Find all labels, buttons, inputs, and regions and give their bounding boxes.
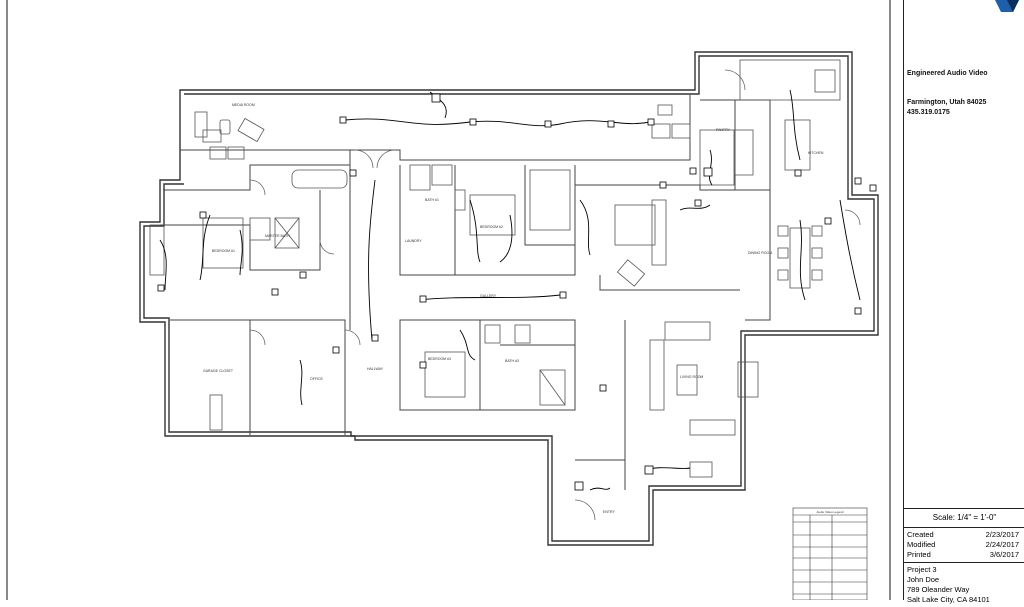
room-label-media: MEDIA ROOM	[232, 103, 255, 107]
room-label-bath1: BATH #1	[425, 198, 439, 202]
room-label-kitchen: KITCHEN	[808, 151, 824, 155]
room-label-office: OFFICE	[310, 377, 323, 381]
date-label: Created	[907, 530, 934, 539]
date-value: 3/6/2017	[989, 550, 1019, 559]
room-label-master-bath: MASTER BATH	[265, 234, 290, 238]
legend-table: Audio Video Legend	[792, 507, 868, 601]
date-row-created: Created 2/23/2017	[907, 530, 1019, 540]
date-value: 2/23/2017	[985, 530, 1019, 539]
title-block: Engineered Audio Video Farmington, Utah …	[903, 0, 1024, 604]
room-label-bath3: BATH #3	[505, 359, 519, 363]
exterior-walls	[139, 51, 879, 546]
room-label-dining: DINING ROOM	[748, 251, 772, 255]
room-label-bedroom1: BEDROOM #1	[212, 249, 235, 253]
device-symbols	[157, 93, 877, 491]
date-label: Printed	[907, 550, 931, 559]
company-address: Farmington, Utah 84025 435.319.0175	[907, 98, 986, 118]
date-label: Modified	[907, 540, 936, 549]
room-label-garage-closet: GARAGE CLOSET	[203, 369, 234, 373]
furniture	[149, 59, 841, 478]
date-row-printed: Printed 3/6/2017	[907, 550, 1019, 560]
client-name: John Doe	[907, 575, 940, 584]
company-name: Engineered Audio Video	[907, 70, 988, 77]
room-label-bedroom2: BEDROOM #2	[480, 225, 503, 229]
date-row-modified: Modified 2/24/2017	[907, 540, 1019, 550]
company-phone: 435.319.0175	[907, 109, 950, 116]
door-swings	[249, 69, 861, 521]
project-name: Project 3	[907, 565, 937, 574]
room-label-entry: ENTRY	[603, 510, 615, 514]
room-label-bedroom3: BEDROOM #3	[428, 357, 451, 361]
project-street: 789 Oleander Way	[907, 585, 970, 594]
project-info: Project 3 John Doe 789 Oleander Way Salt…	[904, 562, 1024, 607]
drawing-scale: Scale: 1/4" = 1'-0"	[904, 508, 1024, 528]
room-label-living: LIVING ROOM	[680, 375, 703, 379]
company-city: Farmington, Utah 84025	[907, 99, 987, 106]
interior-walls	[160, 95, 771, 490]
room-labels: MEDIA ROOM MASTER BATH BATH #1 BEDROOM #…	[203, 103, 824, 514]
room-label-laundry: LAUNDRY	[405, 239, 422, 243]
date-block: Created 2/23/2017 Modified 2/24/2017 Print…	[907, 530, 1019, 560]
floor-plan-drawing: MEDIA ROOM MASTER BATH BATH #1 BEDROOM #…	[6, 0, 891, 601]
date-value: 2/24/2017	[985, 540, 1019, 549]
project-city: Salt Lake City, CA 84101	[907, 595, 990, 604]
legend-title: Audio Video Legend	[817, 510, 844, 514]
room-label-hallway: HALLWAY	[367, 367, 384, 371]
room-label-gallery: GALLERY	[480, 294, 497, 298]
room-label-pantry: PANTRY	[716, 128, 731, 132]
company-logo	[995, 0, 1019, 12]
